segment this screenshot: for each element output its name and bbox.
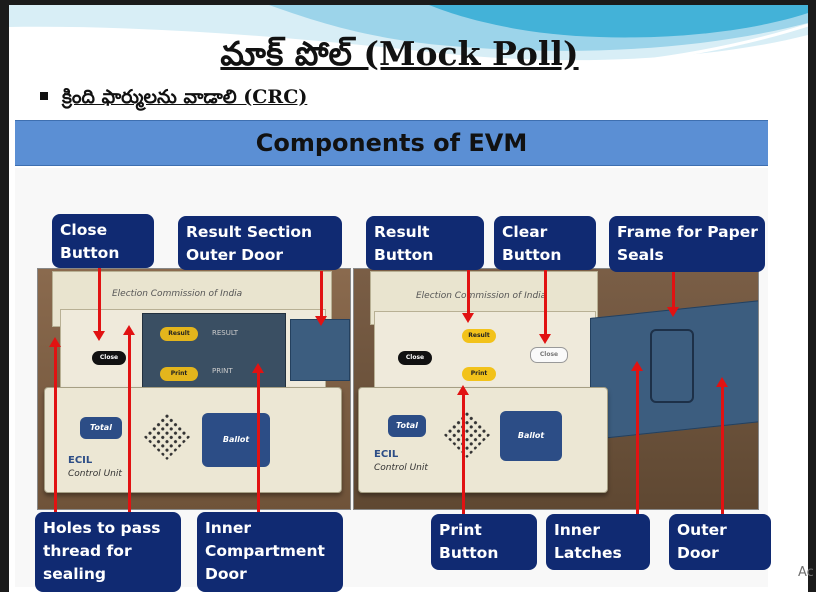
arrow-holes bbox=[49, 337, 61, 512]
arrow-inner-compartment-door bbox=[252, 363, 264, 512]
label-frame-for-paper-seals: Frame for Paper Seals bbox=[609, 216, 765, 272]
arrow-print-button bbox=[457, 385, 469, 514]
result-button: Result bbox=[160, 327, 198, 341]
label-line: thread for bbox=[43, 542, 132, 560]
eci-text: Election Commission of India bbox=[416, 291, 547, 301]
close-button: Close bbox=[398, 351, 432, 365]
hinge-plate bbox=[290, 319, 350, 381]
arrow-outer-door bbox=[716, 377, 728, 514]
label-line: Compartment bbox=[205, 542, 325, 560]
label-close-button: Close Button bbox=[52, 214, 154, 268]
label-line: Inner bbox=[205, 519, 251, 537]
label-line: Door bbox=[677, 544, 719, 562]
label-line: Outer bbox=[677, 521, 727, 539]
page-title: మాక్ పోల్ (Mock Poll) bbox=[220, 34, 579, 73]
ecil-logo: ECIL bbox=[374, 449, 399, 460]
decorative-wave bbox=[9, 5, 808, 73]
print-text: PRINT bbox=[212, 367, 233, 375]
label-line: Door bbox=[205, 565, 247, 583]
close-button: Close bbox=[92, 351, 126, 365]
label-line: Frame for Paper bbox=[617, 223, 758, 241]
arrow-paper-seals bbox=[667, 272, 679, 317]
label-line: Button bbox=[502, 246, 562, 264]
label-line: Button bbox=[439, 544, 499, 562]
result-button: Result bbox=[462, 329, 496, 343]
label-line: Result bbox=[374, 223, 430, 241]
arrow-result-outer-door bbox=[315, 271, 327, 326]
label-line: Close bbox=[60, 221, 108, 239]
bullet-text: క్రింది ఫార్ములను వాడాలి (CRC) bbox=[62, 86, 308, 108]
label-result-button: Result Button bbox=[366, 216, 484, 270]
paper-seal-frame bbox=[650, 329, 694, 403]
label-line: Clear bbox=[502, 223, 548, 241]
control-unit-text: Control Unit bbox=[374, 463, 428, 473]
unit-front-panel bbox=[44, 387, 342, 493]
label-inner-latches: Inner Latches bbox=[546, 514, 650, 570]
print-button: Print bbox=[160, 367, 198, 381]
ecil-logo: ECIL bbox=[68, 455, 93, 466]
evm-photo-closed: Election Commission of India Close Resul… bbox=[37, 268, 351, 510]
clear-button: Close bbox=[530, 347, 568, 363]
label-line: Latches bbox=[554, 544, 622, 562]
total-button: Total bbox=[80, 417, 122, 439]
eci-text: Election Commission of India bbox=[112, 289, 243, 299]
label-line: sealing bbox=[43, 565, 106, 583]
label-holes-for-sealing: Holes to pass thread for sealing bbox=[35, 512, 181, 592]
label-inner-compartment-door: Inner Compartment Door bbox=[197, 512, 343, 592]
control-unit-text: Control Unit bbox=[68, 469, 122, 479]
label-line: Result Section bbox=[186, 223, 313, 241]
label-outer-door: Outer Door bbox=[669, 514, 771, 570]
bullet-item: క్రింది ఫార్ములను వాడాలి (CRC) bbox=[40, 86, 307, 113]
arrow-clear-button bbox=[539, 269, 551, 344]
label-line: Holes to pass bbox=[43, 519, 161, 537]
result-text: RESULT bbox=[212, 329, 239, 337]
bullet-icon bbox=[40, 92, 48, 100]
label-print-button: Print Button bbox=[431, 514, 537, 570]
label-line: Print bbox=[439, 521, 482, 539]
evm-photo-open: Election Commission of India Close Resul… bbox=[353, 268, 759, 510]
label-line: Button bbox=[60, 244, 120, 262]
print-button: Print bbox=[462, 367, 496, 381]
arrow-result-button bbox=[462, 270, 474, 323]
arrow-close-button bbox=[93, 266, 105, 341]
arrow-holes-2 bbox=[123, 325, 135, 512]
label-line: Inner bbox=[554, 521, 600, 539]
ballot-button: Ballot bbox=[500, 411, 562, 461]
label-line: Button bbox=[374, 246, 434, 264]
total-button: Total bbox=[388, 415, 426, 437]
arrow-inner-latches bbox=[631, 361, 643, 514]
label-result-section-outer-door: Result Section Outer Door bbox=[178, 216, 342, 270]
label-clear-button: Clear Button bbox=[494, 216, 596, 270]
label-line: Outer Door bbox=[186, 246, 283, 264]
label-line: Seals bbox=[617, 246, 664, 264]
watermark-text: Ac bbox=[798, 565, 814, 580]
section-banner: Components of EVM bbox=[15, 120, 768, 166]
